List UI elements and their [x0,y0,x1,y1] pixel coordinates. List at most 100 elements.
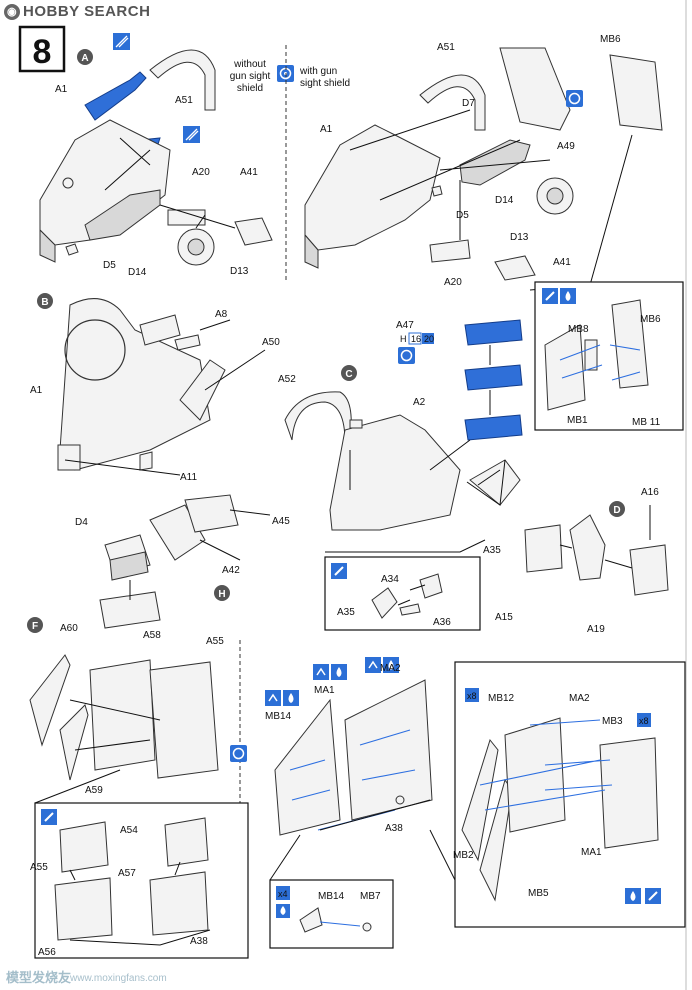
icon-set-ma2 [365,657,399,673]
section-ma: MA2 MA1 MB14 A38 x4 MB14 MB7 [265,657,433,949]
part-a50 [179,359,226,421]
section-f-marker: F [27,617,43,633]
part-a11 [139,451,153,471]
part-a1-b [59,298,211,471]
label-a51: A51 [175,95,193,106]
section-d-marker: D [609,501,625,517]
label-a20-right: A20 [444,277,462,288]
part-a36 [399,603,421,616]
label-d5-right: D5 [456,210,469,221]
site-name: HOBBY SEARCH [23,3,151,20]
part-a35 [469,459,521,506]
part-a47-stack [464,319,523,441]
section-a-right: A51 MB6 A1 D7 A49 D5 D14 D13 A20 A41 [304,34,663,291]
svg-text:B: B [41,297,48,308]
label-a50: A50 [262,337,280,348]
section-f: A60 A55 A59 A54 A55 A57 A56 A38 [29,623,249,959]
part-a15 [524,524,563,573]
label-a11: A11 [180,472,197,483]
label-a55-inset: A55 [30,862,48,873]
site-logo: ◉HOBBY SEARCH [4,3,151,21]
step-number-text: 8 [33,33,52,71]
part-mb7 [362,922,372,932]
label-a58: A58 [143,630,161,641]
count-x4-icon: x4 [276,886,290,900]
part-a8 [139,314,181,346]
label-mb12: MB12 [488,693,515,704]
part-a60 [29,654,71,747]
part-d14-right [459,139,531,186]
paint-icon-ma [645,888,661,904]
label-a38-f: A38 [190,936,208,947]
part-mb6-top [609,54,663,131]
label-ma1-top: MA1 [314,685,335,696]
label-a41-right: A41 [553,257,571,268]
mb14-inset-box [269,879,394,949]
label-a1-right: A1 [320,124,333,135]
ma-detail-box: x8 x8 MB12 MA2 MB3 MB2 MA1 MB5 [429,661,686,928]
label-ma2-detail: MA2 [569,693,590,704]
label-a15: A15 [495,612,513,623]
label-a45: A45 [272,516,290,527]
label-a54: A54 [120,825,138,836]
part-d5 [65,243,79,256]
label-a60: A60 [60,623,78,634]
mb-detail-box: MB8 MB6 MB1 MB 11 [534,281,684,431]
label-mb2: MB2 [453,850,474,861]
label-a41: A41 [240,167,258,178]
part-ma2 [344,679,433,821]
section-d: A16 A15 A19 [495,487,669,635]
a35-inset-box [324,556,481,631]
step-number: 8 [18,25,66,73]
label-a34: A34 [381,574,399,585]
part-a52 [284,391,352,443]
shield-icon-a49 [566,90,583,107]
label-mb11: MB 11 [632,417,661,428]
label-d13-right: D13 [510,232,529,243]
icon-set-ma1 [313,664,347,680]
part-a20-right [429,239,471,263]
section-b-marker: B [37,293,53,309]
label-a47: A47 [396,320,414,331]
label-a16: A16 [641,487,659,498]
label-a2: A2 [413,397,426,408]
label-a51-right: A51 [437,42,455,53]
label-a35-inset: A35 [337,607,355,618]
part-a55 [149,661,219,779]
label-d14: D14 [128,267,147,278]
svg-text:20: 20 [424,334,434,344]
label-ma2-top: MA2 [380,663,401,674]
part-a58 [99,591,161,629]
part-a56 [54,877,113,941]
legend-without-3: shield [237,83,263,94]
label-a55: A55 [206,636,224,647]
paint-icon-mb [542,288,558,304]
part-a57 [149,871,209,936]
svg-text:x8: x8 [639,716,649,726]
part-mb1 [544,324,586,411]
shield-icon-a47 [398,347,415,364]
part-ma1-detail [599,737,659,849]
drop-icon-ma [625,888,641,904]
drop-icon-mb14 [276,904,290,918]
pe-icon-2 [183,126,200,143]
label-mb6-top: MB6 [600,34,621,45]
legend: without gun sight shield with gun sight … [230,59,350,94]
svg-text:x4: x4 [278,889,288,899]
label-mb3: MB3 [602,716,623,727]
part-a2 [329,414,461,531]
label-a38: A38 [385,823,403,834]
part-a35-inset [371,587,398,619]
section-a-left: A1 A51 A20 A41 D5 D14 D13 [39,33,273,278]
label-a36: A36 [433,617,451,628]
label-mb5: MB5 [528,888,549,899]
paint-icon-f [41,809,57,825]
shield-icon-f [230,745,247,762]
section-a-marker: A [77,49,93,65]
label-a59: A59 [85,785,103,796]
label-a20: A20 [192,167,210,178]
label-d5: D5 [103,260,116,271]
svg-text:H: H [218,589,225,600]
part-a34 [419,573,443,599]
